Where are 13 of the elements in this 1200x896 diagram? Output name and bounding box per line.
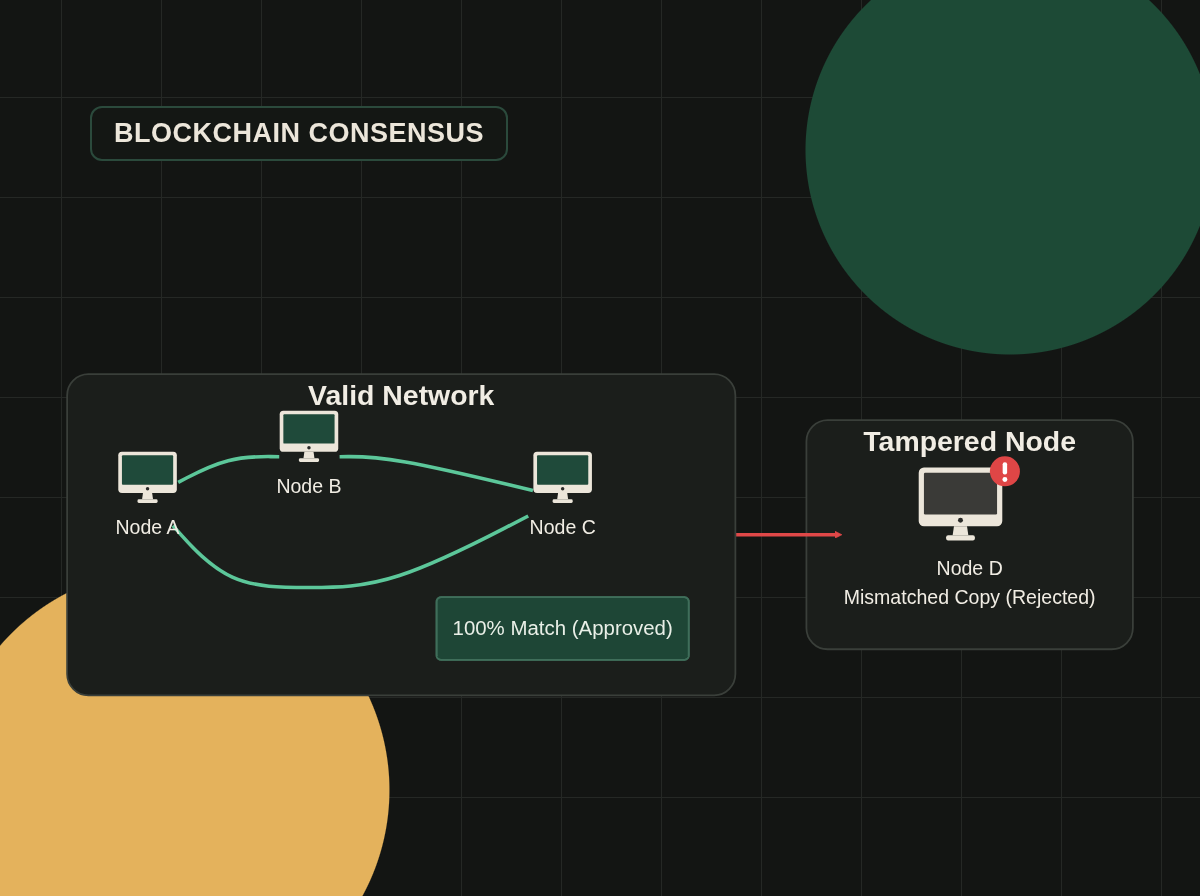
node-picture xyxy=(117,450,178,505)
node-label: Node D xyxy=(936,557,1003,580)
node-picture xyxy=(532,450,593,505)
node-label: Node B xyxy=(276,475,342,498)
node-picture xyxy=(278,409,340,464)
arrow xyxy=(735,531,843,539)
connector xyxy=(339,455,534,493)
node-label: Mismatched Copy (Rejected) xyxy=(843,586,1096,609)
node-label: Node A xyxy=(115,516,180,539)
connector xyxy=(177,455,280,485)
node-label: Node C xyxy=(529,516,596,539)
diagram-title: BLOCKCHAIN CONSENSUS xyxy=(90,106,509,161)
connector xyxy=(171,514,530,590)
